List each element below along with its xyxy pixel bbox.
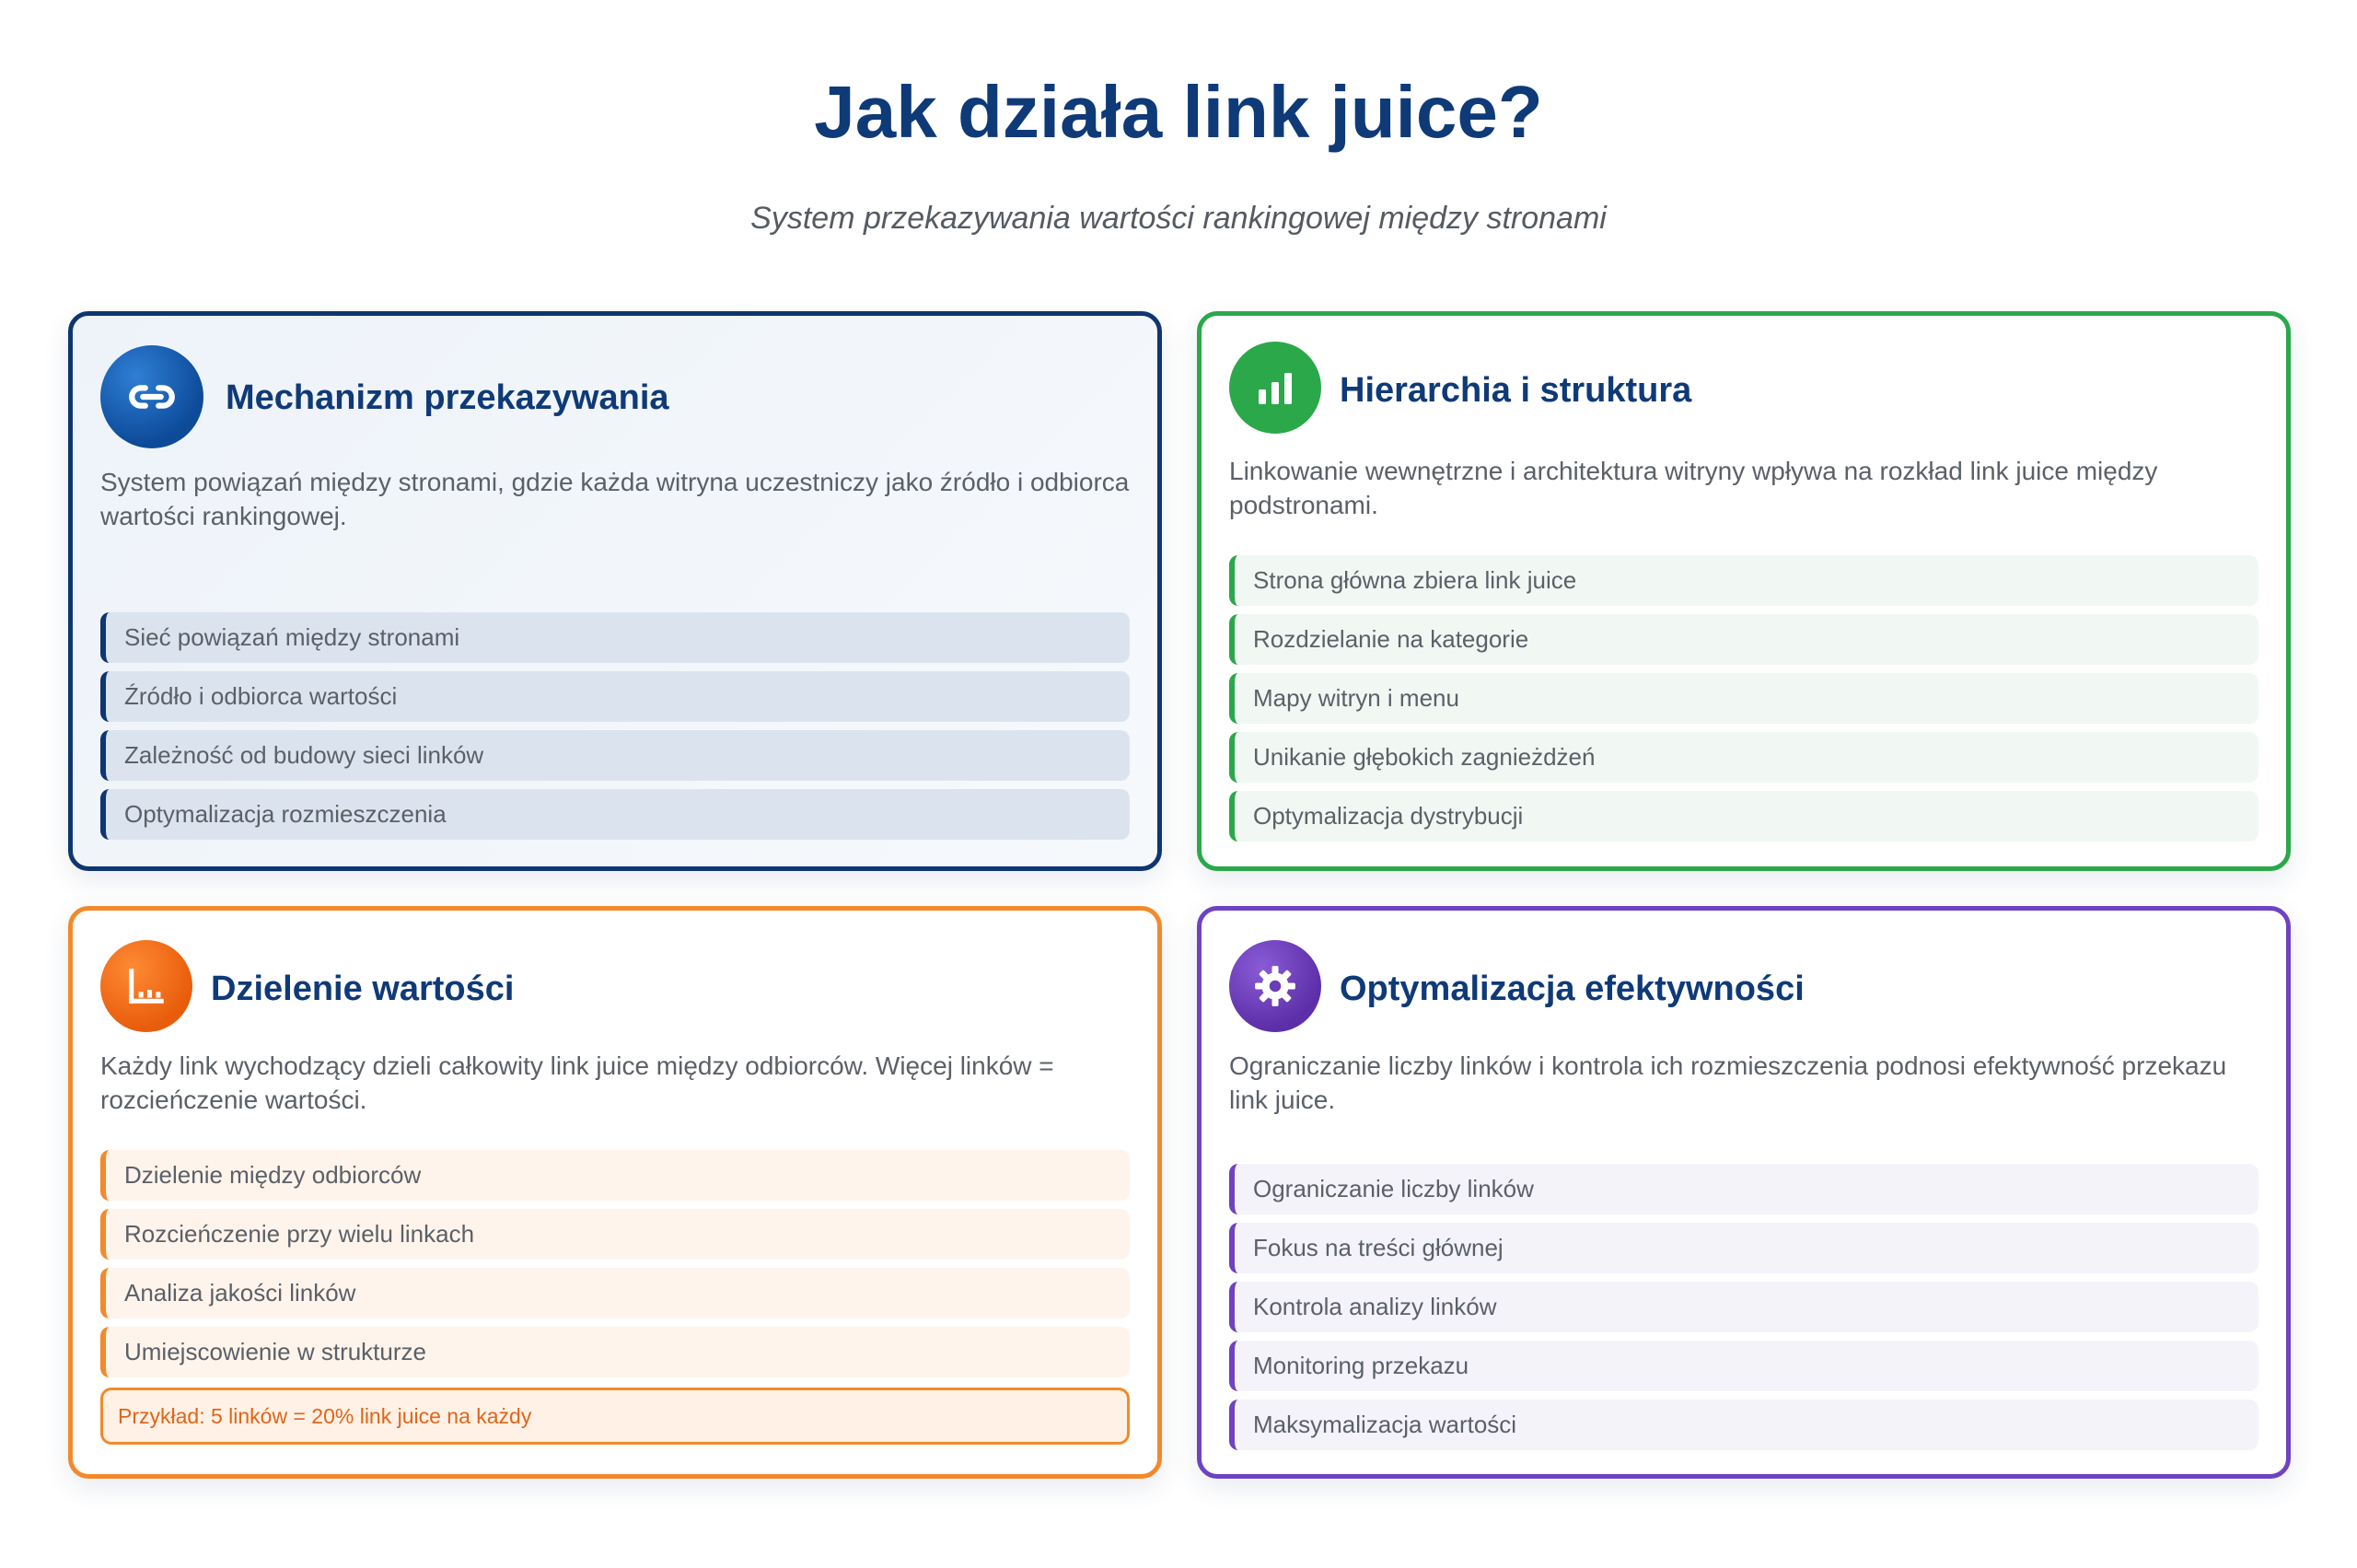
page-title: Jak działa link juice? <box>814 71 1543 153</box>
feature-list: Strona główna zbiera link juice Rozdziel… <box>1229 555 2258 850</box>
list-item: Monitoring przekazu <box>1229 1341 2258 1391</box>
list-item: Źródło i odbiorca wartości <box>100 671 1130 722</box>
gear-icon <box>1229 940 1321 1032</box>
feature-list: Ograniczanie liczby linków Fokus na treś… <box>1229 1164 2258 1458</box>
feature-list: Dzielenie między odbiorców Rozcieńczenie… <box>100 1150 1130 1386</box>
list-item: Optymalizacja rozmieszczenia <box>100 789 1130 840</box>
list-item: Rozdzielanie na kategorie <box>1229 614 2258 665</box>
list-item: Zależność od budowy sieci linków <box>100 730 1130 781</box>
list-item: Analiza jakości linków <box>100 1268 1130 1318</box>
list-item: Ograniczanie liczby linków <box>1229 1164 2258 1214</box>
distribution-chart-icon <box>100 940 192 1032</box>
card-description: Ograniczanie liczby linków i kontrola ic… <box>1229 1051 2227 1114</box>
card-mechanism: Mechanizm przekazywania System powiązań … <box>68 311 1162 871</box>
bar-chart-icon <box>1229 342 1321 434</box>
list-item: Mapy witryn i menu <box>1229 673 2258 724</box>
card-title: Hierarchia i struktura <box>1340 371 1692 410</box>
list-item: Strona główna zbiera link juice <box>1229 555 2258 606</box>
page-subtitle: System przekazywania wartości rankingowe… <box>750 201 1607 236</box>
list-item: Optymalizacja dystrybucji <box>1229 791 2258 842</box>
example-callout: Przykład: 5 linków = 20% link juice na k… <box>100 1388 1130 1445</box>
list-item: Unikanie głębokich zagnieżdżeń <box>1229 732 2258 783</box>
list-item: Maksymalizacja wartości <box>1229 1400 2258 1450</box>
list-item: Sieć powiązań między stronami <box>100 612 1130 663</box>
feature-list: Sieć powiązań między stronami Źródło i o… <box>100 612 1130 848</box>
card-description: Każdy link wychodzący dzieli całkowity l… <box>100 1051 1054 1114</box>
list-item: Fokus na treści głównej <box>1229 1223 2258 1273</box>
card-description: Linkowanie wewnętrzne i architektura wit… <box>1229 457 2158 519</box>
card-hierarchy: Hierarchia i struktura Linkowanie wewnęt… <box>1197 311 2291 871</box>
list-item: Umiejscowienie w strukturze <box>100 1327 1130 1377</box>
link-icon <box>100 345 203 448</box>
card-title: Mechanizm przekazywania <box>226 378 669 417</box>
card-description: System powiązań między stronami, gdzie k… <box>100 468 1130 530</box>
list-item: Rozcieńczenie przy wielu linkach <box>100 1209 1130 1260</box>
card-title: Dzielenie wartości <box>211 970 515 1008</box>
card-title: Optymalizacja efektywności <box>1340 970 1805 1008</box>
card-value-splitting: Dzielenie wartości Każdy link wychodzący… <box>68 906 1162 1479</box>
list-item: Kontrola analizy linków <box>1229 1282 2258 1332</box>
list-item: Dzielenie między odbiorców <box>100 1150 1130 1201</box>
card-optimization: Optymalizacja efektywności Ograniczanie … <box>1197 906 2291 1479</box>
